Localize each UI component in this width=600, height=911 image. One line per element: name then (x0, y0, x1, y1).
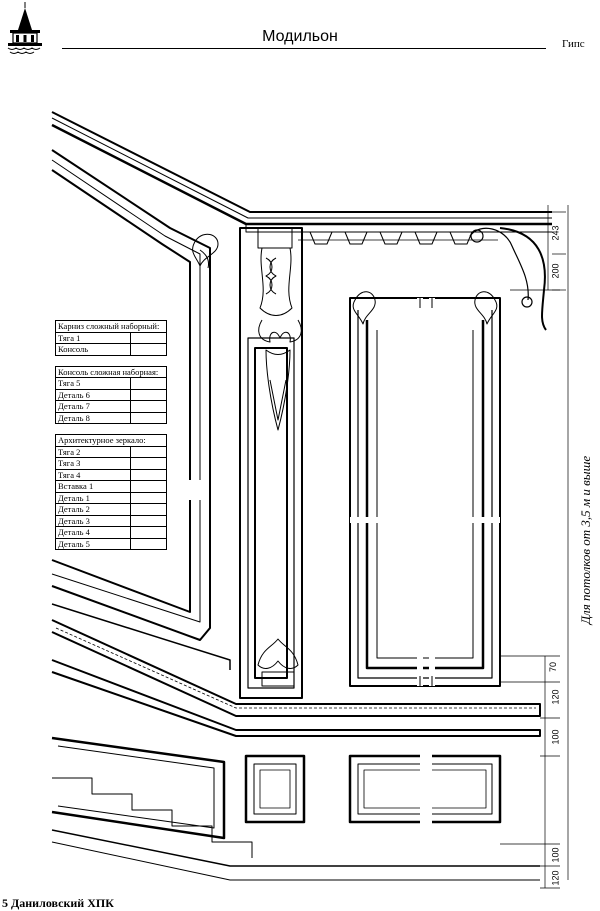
spec-item: Тяга 1 (56, 332, 131, 343)
left-panel-ornament (192, 233, 219, 269)
page-footer: 5 Даниловский ХПК (2, 896, 114, 910)
material-label: Гипс (562, 38, 585, 50)
spec-item: Тяга 2 (56, 446, 131, 457)
logo-icon (7, 2, 42, 54)
spec-row: Тяга 2 (56, 446, 166, 458)
ceiling-height-note-text: Для потолков от 3,5 м и выше (578, 455, 593, 625)
baseboard (51, 829, 540, 881)
spec-item: Деталь 4 (56, 527, 131, 538)
spec-row: Вставка 1 (56, 481, 166, 493)
spec-row: Деталь 8 (56, 412, 166, 423)
spec-item: Тяга 5 (56, 378, 131, 389)
spec-row: Консоль (56, 344, 166, 355)
spec-row: Тяга 3 (56, 458, 166, 470)
spec-row: Тяга 1 (56, 332, 166, 344)
spec-group-mirror: Архитектурное зеркало: Тяга 2 Тяга 3 Тяг… (55, 434, 167, 550)
stair-profile (52, 777, 253, 858)
spec-item: Деталь 6 (56, 389, 131, 400)
spec-row: Деталь 3 (56, 515, 166, 527)
ceiling-height-note: Для потолков от 3,5 м и выше (576, 420, 596, 660)
dimension-label: 120 (550, 870, 561, 886)
dimension-label: 100 (550, 847, 561, 863)
spec-row: Деталь 7 (56, 401, 166, 413)
lower-center-panel (244, 754, 306, 824)
lower-right-panel (348, 754, 502, 824)
spec-item: Вставка 1 (56, 481, 131, 492)
spec-table: Карниз сложный наборный: Тяга 1 Консоль … (55, 320, 167, 560)
lower-left-panel (51, 736, 226, 840)
spec-group-title: Архитектурное зеркало: (56, 435, 166, 447)
spec-group-console: Консоль сложная наборная: Тяга 5 Деталь … (55, 365, 167, 424)
spec-row: Деталь 6 (56, 389, 166, 401)
spec-item: Тяга 4 (56, 469, 131, 480)
spec-row: Деталь 2 (56, 504, 166, 516)
spec-row: Тяга 5 (56, 378, 166, 390)
dimension-label: 70 (548, 661, 559, 673)
cornice-diagonal (51, 111, 552, 233)
header-rule (62, 48, 546, 49)
central-pilaster (239, 227, 303, 699)
cornice-modillions (298, 231, 498, 245)
spec-item: Деталь 5 (56, 538, 131, 549)
spec-row: Деталь 4 (56, 527, 166, 539)
page-title: Модильон (262, 28, 338, 45)
spec-item: Тяга 3 (56, 458, 131, 469)
pilaster-console-ornament (257, 227, 302, 431)
chair-rail (51, 619, 541, 737)
right-mirror-panel (349, 297, 501, 687)
spec-item: Деталь 1 (56, 492, 131, 503)
left-wall-panel (51, 149, 231, 670)
spec-row: Деталь 1 (56, 492, 166, 504)
spec-item: Деталь 8 (56, 412, 131, 423)
dimension-label: 200 (550, 263, 561, 279)
dimension-label: 100 (550, 729, 561, 745)
dimension-label: 120 (550, 689, 561, 705)
dimension-label: 243 (550, 225, 561, 241)
spec-item: Деталь 7 (56, 401, 131, 412)
spec-item: Деталь 3 (56, 515, 131, 526)
spec-group-cornice: Карниз сложный наборный: Тяга 1 Консоль (55, 320, 167, 356)
dimension-lines (500, 205, 569, 889)
mirror-top-ornaments (352, 291, 498, 325)
spec-row: Тяга 4 (56, 469, 166, 481)
spec-group-title: Консоль сложная наборная: (56, 367, 166, 378)
spec-item: Консоль (56, 344, 131, 355)
spec-item: Деталь 2 (56, 504, 131, 515)
spec-row: Деталь 5 (56, 538, 166, 549)
pilaster-bottom-ornament (257, 638, 299, 687)
spec-group-title: Карниз сложный наборный: (56, 321, 166, 333)
